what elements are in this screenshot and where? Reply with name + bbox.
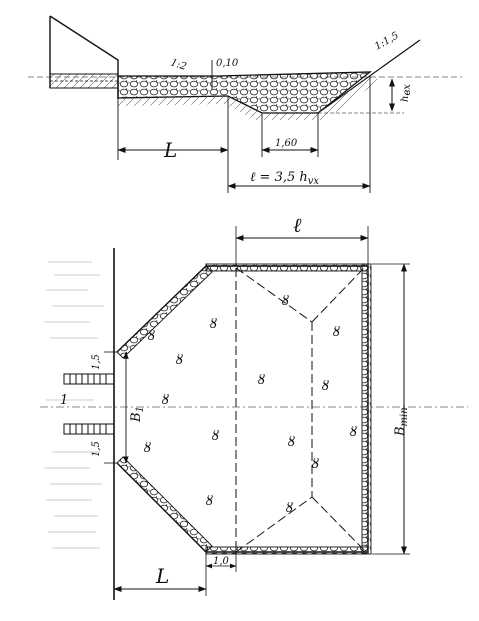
dim-l-section-label: ℓ = 3,5 hvx (250, 170, 319, 187)
dim-L-section-label: L (163, 138, 177, 162)
plan-view: 1 ȣ ȣ ȣ ȣ ȣ ȣ ȣ ȣ (40, 213, 468, 600)
svg-text:ȣ: ȣ (321, 379, 329, 394)
right-slope (317, 39, 421, 114)
svg-text:ȣ: ȣ (285, 501, 293, 516)
L-plan-label: L (155, 564, 169, 588)
svg-text:ȣ: ȣ (332, 325, 340, 340)
svg-text:ȣ: ȣ (281, 294, 289, 309)
slope-right-label: 1:1,5 (373, 30, 401, 52)
depth-label: hвх (400, 84, 413, 102)
svg-text:ȣ: ȣ (287, 435, 295, 450)
stone-marks: ȣ ȣ ȣ ȣ ȣ ȣ ȣ ȣ ȣ ȣ ȣ ȣ ȣ ȣ ȣ (143, 294, 357, 516)
svg-text:ȣ: ȣ (257, 373, 265, 388)
l-plan-label: ℓ (293, 213, 302, 237)
svg-text:ȣ: ȣ (211, 429, 219, 444)
inner-dashed (235, 267, 365, 553)
stone-edge-bottom (205, 546, 369, 555)
svg-text:ȣ: ȣ (205, 494, 213, 509)
bed-soil (118, 76, 380, 120)
edge-bottom-label: 1,0 (213, 556, 230, 567)
gap-bottom-label: 1,5 (91, 441, 102, 457)
stone-edge-right (361, 263, 372, 555)
pipe-lower (63, 423, 115, 435)
b1-label: B1 (129, 406, 146, 423)
pipe-upper (63, 373, 115, 385)
svg-text:ȣ: ȣ (161, 393, 169, 408)
bmin-label: Bmin (393, 407, 410, 437)
pipe-mark-label: 1 (60, 393, 68, 408)
left-bank-hatch (44, 261, 104, 549)
stone-edge-top (205, 263, 369, 272)
stone-edge-lower-diag (116, 456, 213, 553)
svg-text:ȣ: ȣ (311, 457, 319, 472)
dim-160-label: 1,60 (275, 138, 298, 149)
top-dim-label: 0,10 (216, 58, 239, 69)
stone-edge-upper-diag (116, 265, 213, 359)
svg-text:ȣ: ȣ (349, 425, 357, 440)
svg-text:ȣ: ȣ (209, 317, 217, 332)
gap-top-label: 1,5 (91, 354, 102, 370)
svg-text:ȣ: ȣ (175, 353, 183, 368)
svg-text:ȣ: ȣ (143, 441, 151, 456)
apron-outline (116, 265, 369, 553)
svg-text:ȣ: ȣ (147, 329, 155, 344)
slope-left-label: 1:2 (169, 57, 188, 72)
stone-border (116, 263, 372, 555)
cross-section: 1:2 0,10 1:1,5 1,60 L ℓ = 3,5 hvx hвх (28, 15, 462, 193)
